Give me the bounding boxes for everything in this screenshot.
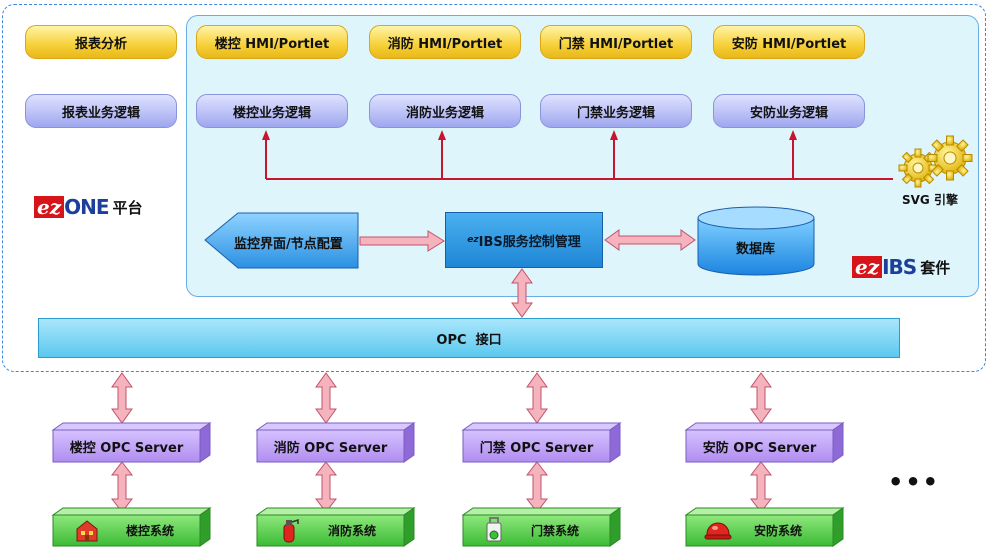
logic-box-access: 门禁业务逻辑 [540,94,692,128]
hmi-label-security: 安防 HMI/Portlet [731,36,847,52]
arrow-opc-server-3 [526,372,548,424]
arrow-opc-server-2 [315,372,337,424]
ezibs-logo-suffix: 套件 [920,258,951,277]
opc-server-label-fire: 消防 OPC Server [273,440,388,456]
ezone-platform-boundary [2,4,986,372]
hmi-label-building: 楼控 HMI/Portlet [214,36,330,52]
opc-server-fire: 消防 OPC Server [257,430,404,462]
ezone-logo-name: ONE [64,195,109,219]
opc-server-box-2 [255,422,416,463]
opc-server-label-access: 门禁 OPC Server [479,440,594,456]
report-analysis-label: 报表分析 [74,36,127,52]
system-label-fire: 消防系统 [327,524,376,538]
opc-interface-bar: OPC 接口 [38,318,900,358]
ezibs-service-prefix: ez [467,235,479,245]
arrow-server-system-1 [110,461,134,513]
arrow-opc-server-1 [111,372,133,424]
svg-engine-bus [262,130,893,180]
hmi-box-fire: 消防 HMI/Portlet [369,25,521,59]
svg-engine-label: SVG 引擎 [902,193,958,207]
access-card-icon [486,517,502,542]
system-access: 门禁系统 [505,515,605,546]
monitor-config-label: 监控界面/节点配置 [234,237,343,252]
system-building: 楼控系统 [100,515,200,546]
hmi-box-access: 门禁 HMI/Portlet [540,25,692,59]
arrow-server-system-4 [749,461,773,513]
arrow-monitor-to-service [359,230,445,252]
database-cylinder [697,206,815,276]
opc-server-security: 安防 OPC Server [686,430,833,462]
arrow-service-database [604,229,696,251]
building-icon [76,520,98,542]
ezone-platform-logo: ez ONE 平台 [34,196,143,218]
report-analysis-box: 报表分析 [25,25,177,59]
logic-label-access: 门禁业务逻辑 [576,105,655,121]
ezibs-logo-name: IBS [882,255,917,279]
opc-server-box-4 [684,422,845,463]
logic-label-fire: 消防业务逻辑 [405,105,484,121]
database-label: 数据库 [736,242,776,257]
system-label-building: 楼控系统 [125,524,174,538]
report-logic-box: 报表业务逻辑 [25,94,177,128]
system-box-2 [255,507,416,547]
arrow-server-system-3 [525,461,549,513]
logic-box-building: 楼控业务逻辑 [196,94,348,128]
ezibs-suite-logo: ez IBS 套件 [852,256,950,278]
system-boxes [51,507,845,547]
opc-server-box-1 [51,422,212,463]
ezibs-service-label: IBS服务控制管理 [478,234,581,250]
arrow-opc-server-4 [750,372,772,424]
ezibs-logo-ez: ez [852,256,883,278]
logic-label-building: 楼控业务逻辑 [232,105,311,121]
more-systems-ellipsis: ••• [888,468,941,496]
hmi-box-security: 安防 HMI/Portlet [713,25,865,59]
system-label-security: 安防系统 [753,524,802,538]
system-label-access: 门禁系统 [530,524,579,538]
ezone-logo-suffix: 平台 [112,198,143,217]
logic-box-security: 安防业务逻辑 [713,94,865,128]
report-logic-label: 报表业务逻辑 [61,105,140,121]
logic-box-fire: 消防业务逻辑 [369,94,521,128]
security-helmet-icon [704,522,732,540]
fire-extinguisher-icon [283,518,299,543]
hmi-label-access: 门禁 HMI/Portlet [558,36,674,52]
hmi-box-building: 楼控 HMI/Portlet [196,25,348,59]
gear-icon [898,135,973,188]
arrow-server-system-2 [314,461,338,513]
opc-server-boxes [51,422,845,463]
opc-interface-label: OPC 接口 [436,332,502,348]
ezone-logo-ez: ez [34,196,65,218]
system-box-4 [684,507,845,547]
monitor-config-shape [204,212,359,269]
opc-server-access: 门禁 OPC Server [463,430,610,462]
hmi-label-fire: 消防 HMI/Portlet [387,36,503,52]
opc-server-label-security: 安防 OPC Server [702,440,817,456]
arrow-service-opc [511,268,533,318]
system-fire: 消防系统 [302,515,402,546]
opc-server-label-building: 楼控 OPC Server [69,440,184,456]
ezibs-service-box: ez IBS服务控制管理 [445,212,603,268]
logic-label-security: 安防业务逻辑 [749,105,828,121]
system-security: 安防系统 [728,515,828,546]
opc-server-box-3 [461,422,622,463]
opc-server-building: 楼控 OPC Server [53,430,200,462]
